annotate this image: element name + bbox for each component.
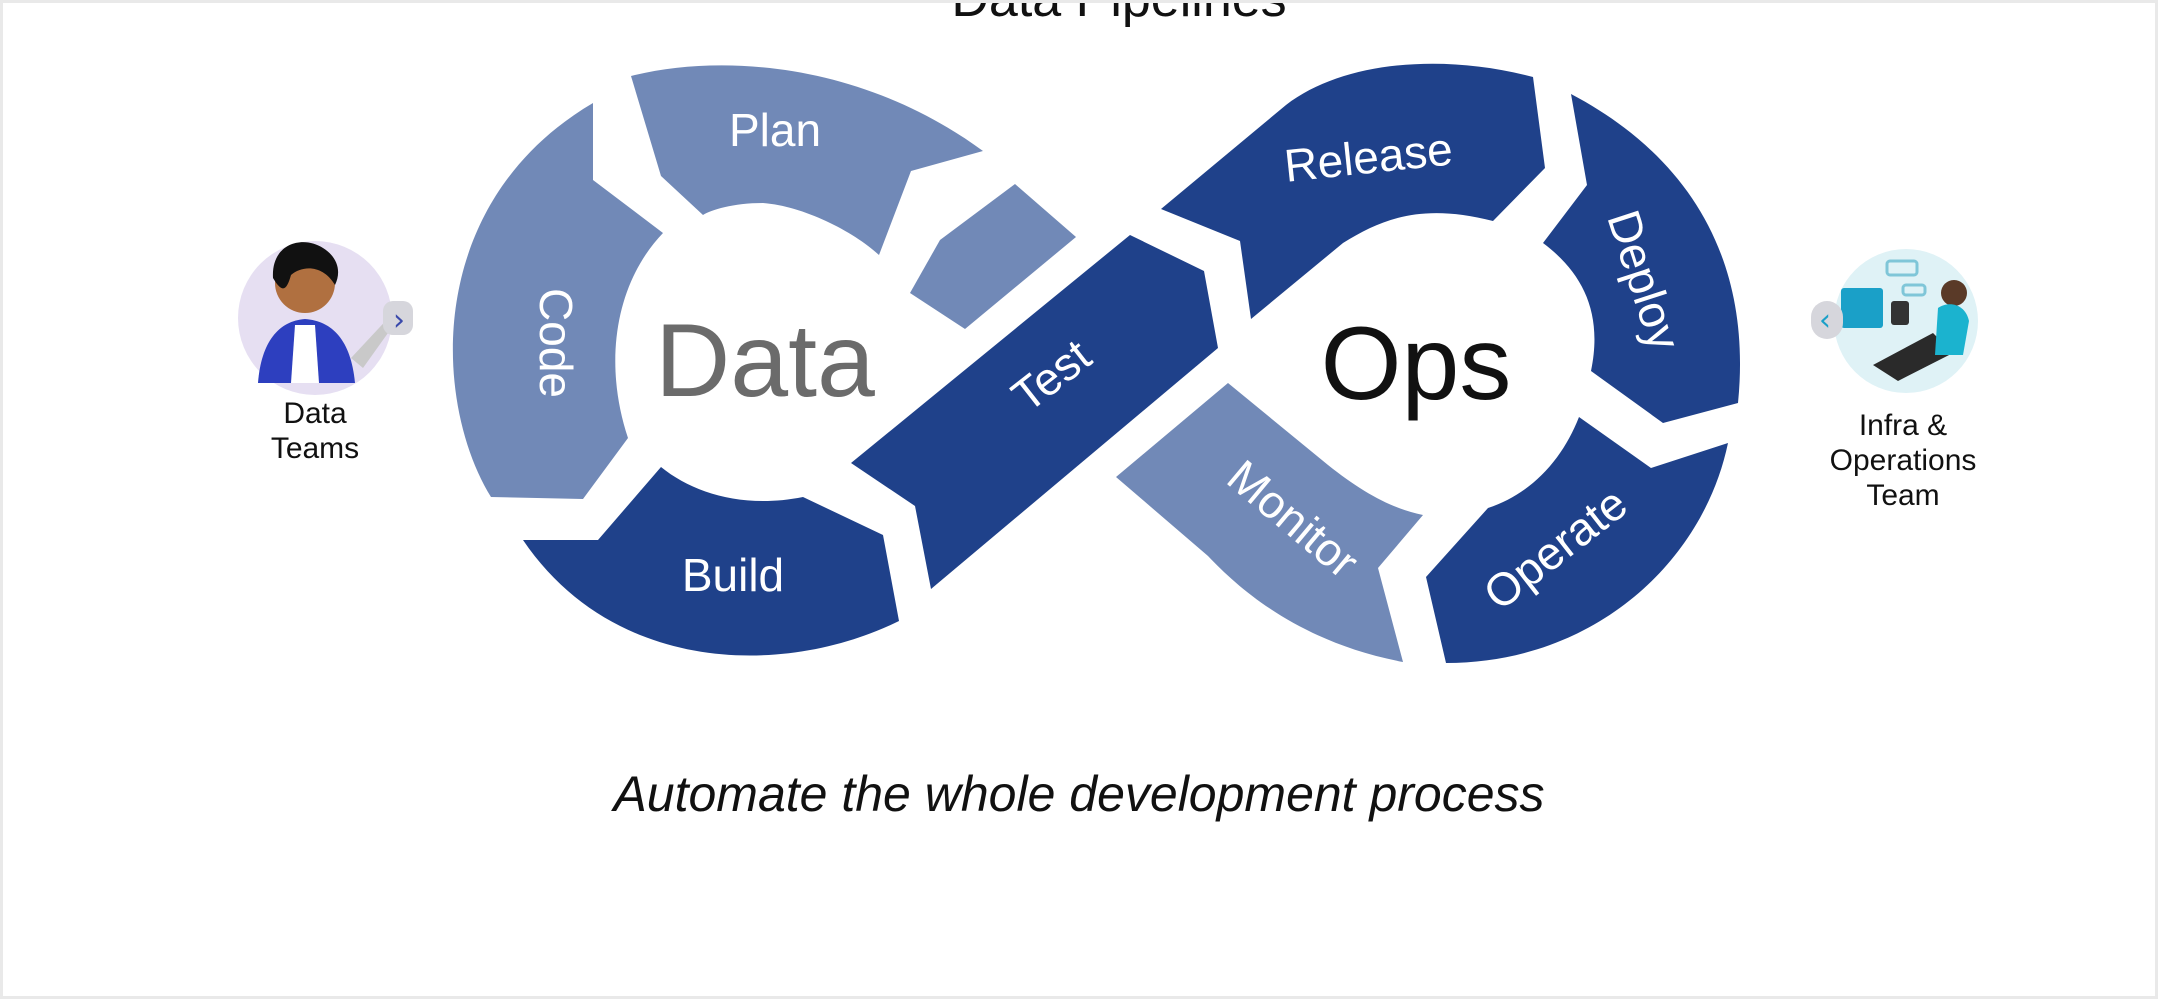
build-segment xyxy=(523,467,899,656)
infra-team-avatar: ‹ xyxy=(1811,249,1978,393)
slide: Data Pipelines Data Ops Plan Code Build … xyxy=(3,3,2155,996)
code-segment xyxy=(452,103,663,499)
data-teams-line2: Teams xyxy=(270,432,360,465)
test-segment xyxy=(851,235,1218,589)
plan-arrow-tip xyxy=(910,184,1076,329)
data-label: Data xyxy=(655,303,875,419)
data-teams-avatar: › xyxy=(238,241,413,395)
operate-segment xyxy=(1426,417,1728,663)
code-label: Code xyxy=(530,288,582,398)
left-bubble-tab xyxy=(383,301,413,335)
infinity-loop-diagram: Data Ops Plan Code Build Test Release De… xyxy=(238,63,1978,663)
deploy-segment xyxy=(1543,94,1741,423)
infra-team-caption: Infra & Operations Team xyxy=(1798,408,2008,513)
data-teams-caption: Data Teams xyxy=(235,396,395,466)
slide-title: Data Pipelines xyxy=(883,3,1355,29)
data-teams-line1: Data xyxy=(283,397,347,430)
plan-segment xyxy=(631,65,983,255)
plan-label: Plan xyxy=(729,104,821,156)
ops-label: Ops xyxy=(1321,306,1512,422)
right-bubble-tab xyxy=(1811,301,1843,339)
infra-team-line1: Infra & xyxy=(1858,409,1948,442)
title-tab xyxy=(883,3,1355,19)
monitor-segment xyxy=(1116,383,1423,662)
release-segment xyxy=(1161,63,1545,319)
chevron-right-icon: › xyxy=(393,303,405,338)
infra-team-line2: Operations xyxy=(1829,444,1977,477)
tagline: Automate the whole development process xyxy=(613,766,1545,822)
infra-team-line3: Team xyxy=(1866,479,1940,512)
build-label: Build xyxy=(682,549,784,601)
chevron-left-icon: ‹ xyxy=(1819,303,1831,338)
